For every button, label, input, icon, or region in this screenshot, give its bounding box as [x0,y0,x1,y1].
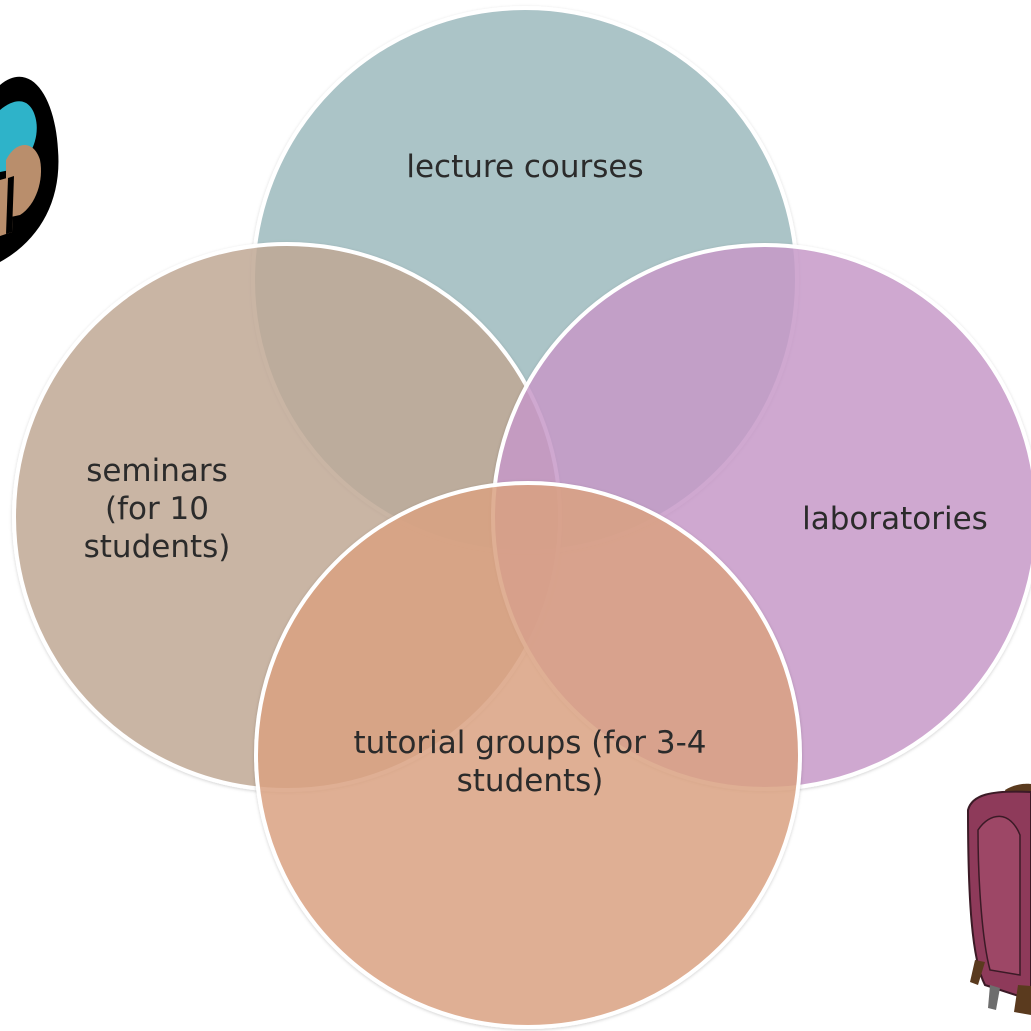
person-at-desk-clipart-icon [0,76,59,263]
label-laboratories: laboratories [802,501,988,537]
label-lecture-courses: lecture courses [406,149,644,185]
venn-circles [12,6,1031,1029]
venn-circle-bottom [254,481,802,1029]
label-seminars: seminars (for 10 students) [83,453,231,565]
armchair-clipart-icon [966,783,1031,1015]
label-tutorial-groups: tutorial groups (for 3-4 students) [353,725,707,799]
